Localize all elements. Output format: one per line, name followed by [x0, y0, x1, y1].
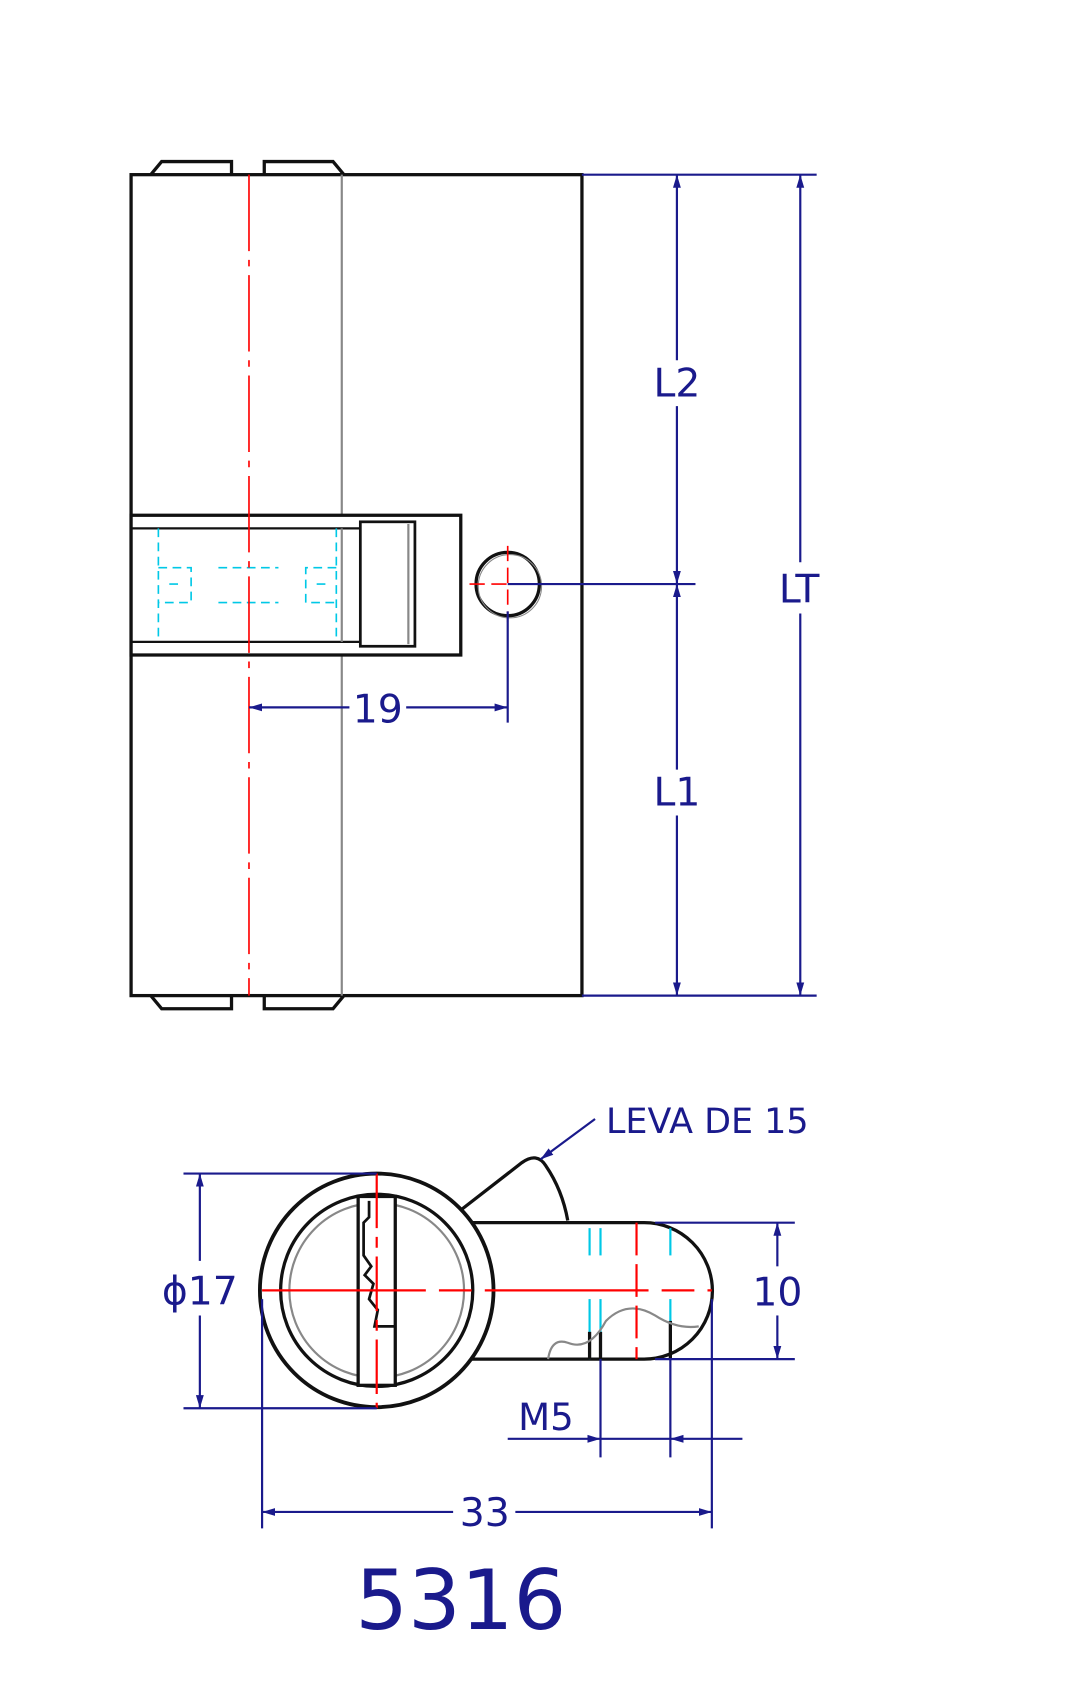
dim-33: 33	[460, 1491, 510, 1536]
bottom-tab-right	[262, 994, 346, 1011]
end-dimensions	[183, 1118, 795, 1529]
cam-slot	[129, 513, 463, 657]
top-tab-left	[149, 159, 234, 176]
part-number: 5316	[355, 1552, 566, 1649]
cam-inner	[358, 520, 417, 648]
bottom-tab-left	[149, 994, 234, 1011]
dim-M5: M5	[518, 1396, 574, 1439]
dim-19: 19	[353, 688, 403, 733]
cam	[457, 1156, 570, 1221]
dim-10: 10	[752, 1271, 802, 1316]
dim-L2: L2	[653, 361, 700, 406]
dim-LT: LT	[779, 568, 820, 613]
top-tab-right	[262, 159, 346, 176]
break-line	[547, 1307, 699, 1360]
dim-L1: L1	[653, 771, 700, 816]
cam-label: LEVA DE 15	[606, 1102, 809, 1142]
top-dimensions	[248, 173, 817, 997]
screw-hole-shadow	[477, 554, 543, 619]
cam-leader	[539, 1118, 596, 1161]
end-view	[257, 1156, 715, 1410]
dim-diameter-17: ϕ17	[162, 1270, 238, 1315]
keyway-profile	[362, 1200, 396, 1328]
